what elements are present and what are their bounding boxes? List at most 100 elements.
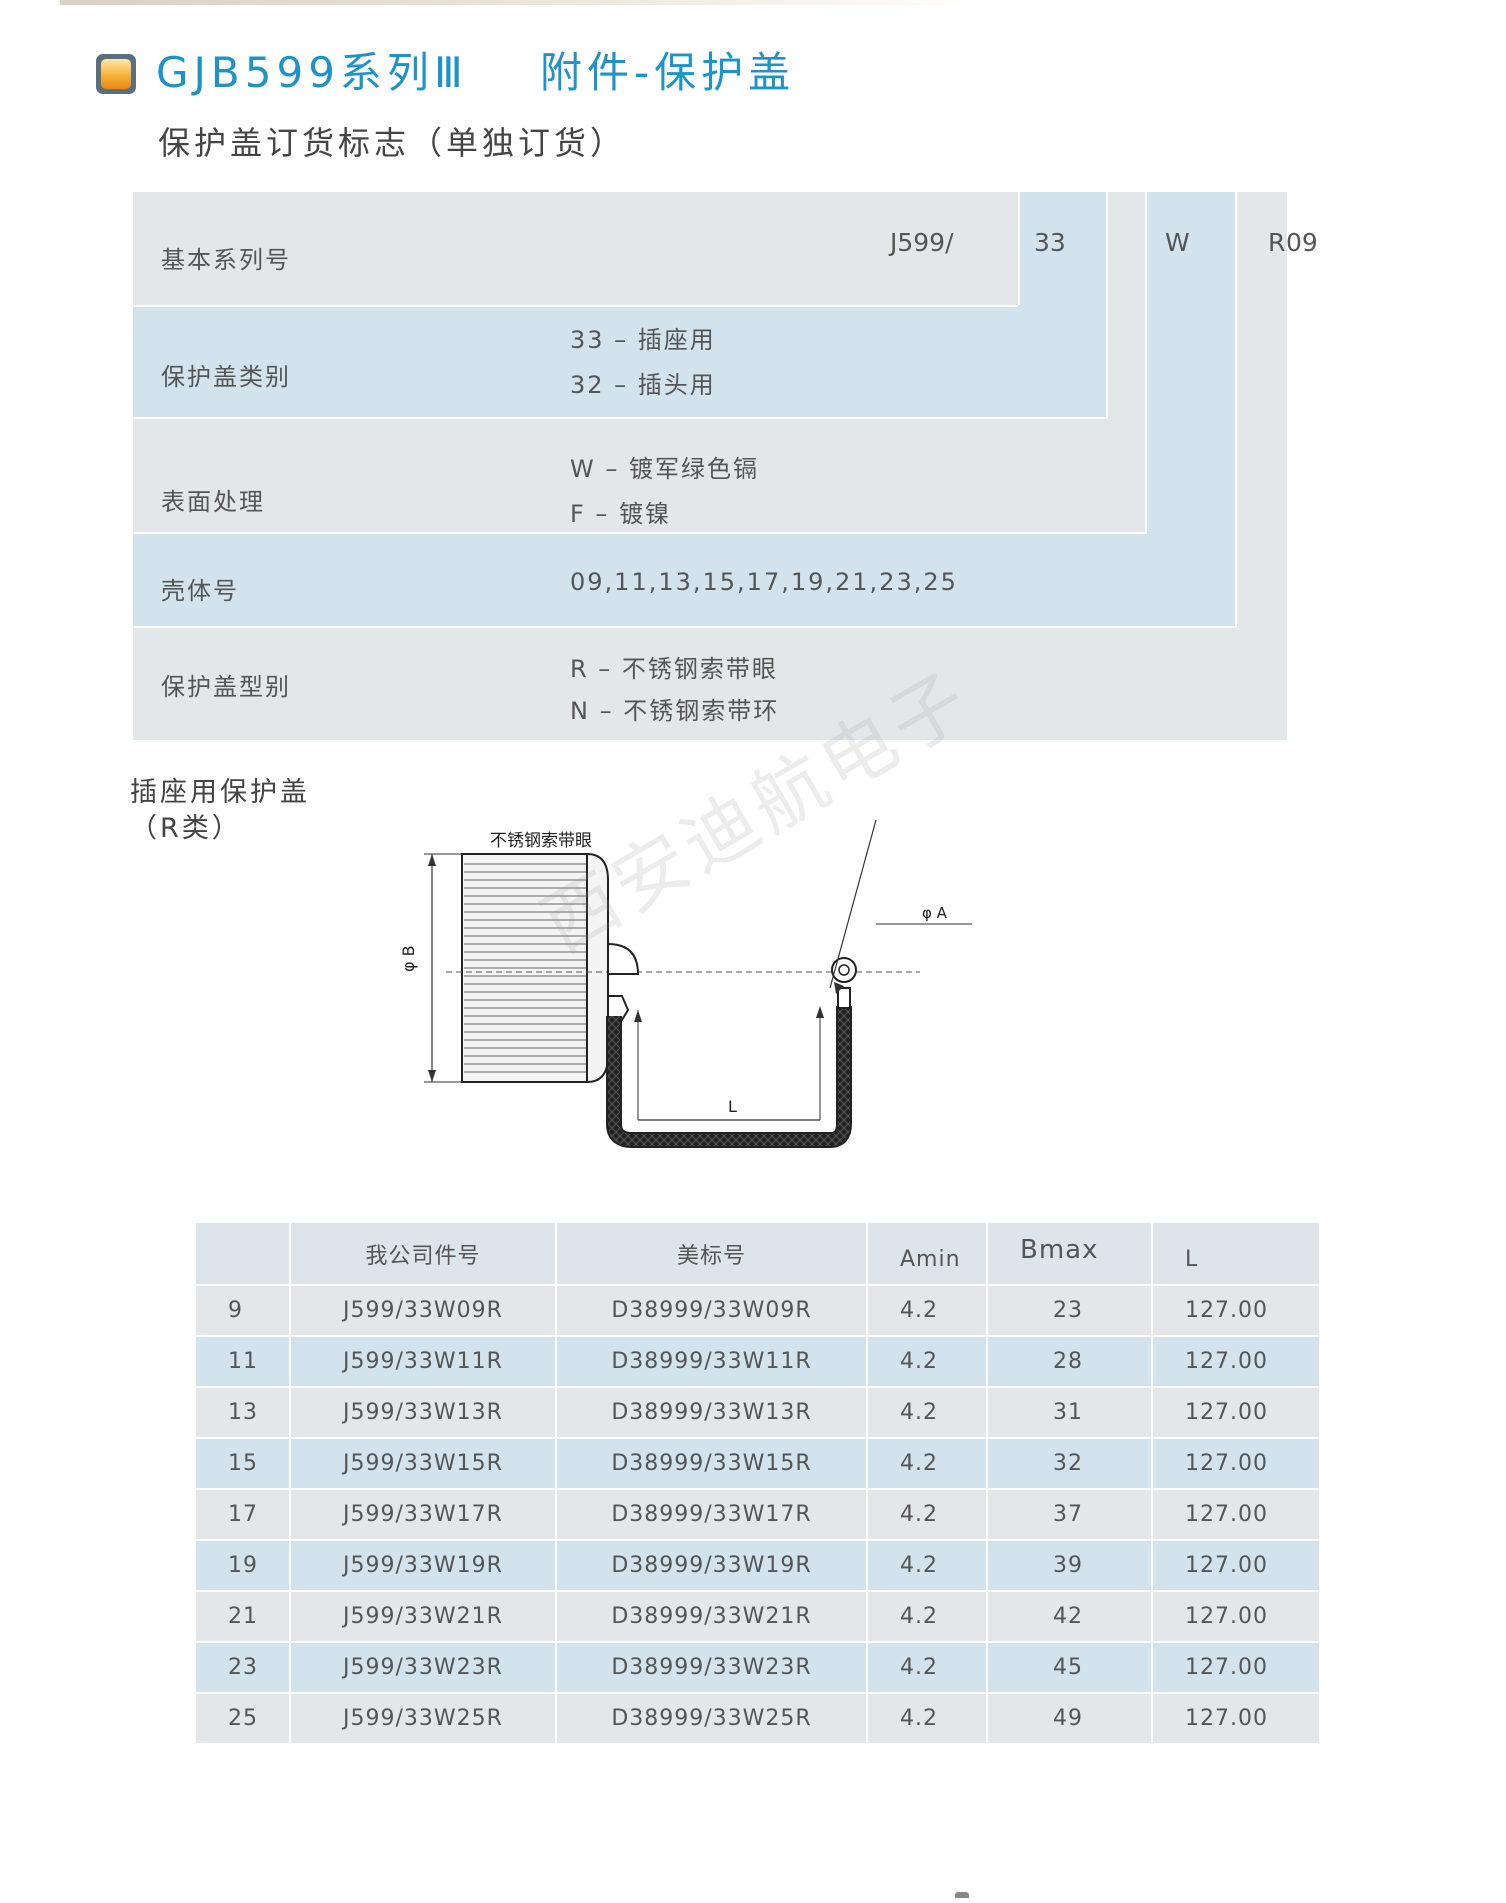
cell-amin: 4.2 [866, 1284, 988, 1337]
protective-cover-drawing: 不锈钢索带眼 φ B L φ A [400, 820, 972, 1148]
dim-l-label: L [728, 1097, 737, 1116]
header-our-part: 我公司件号 [289, 1221, 557, 1286]
cell-mil-part: D38999/33W23R [555, 1641, 868, 1694]
cell-bmax: 39 [986, 1539, 1153, 1592]
cell-our-part: J599/33W17R [289, 1488, 557, 1541]
cell-mil-part: D38999/33W21R [555, 1590, 868, 1643]
label-cover-category: 保护盖类别 [161, 363, 291, 391]
dim-b-label: φ B [400, 945, 418, 972]
table-row: 9 J599/33W09R D38999/33W09R 4.2 23 127.0… [194, 1284, 1321, 1337]
cell-mil-part: D38999/33W11R [555, 1335, 868, 1388]
cell-bmax: 49 [986, 1692, 1153, 1745]
cell-l: 127.00 [1151, 1590, 1321, 1643]
header-amin: Amin [866, 1221, 988, 1286]
cell-mil-part: D38999/33W15R [555, 1437, 868, 1490]
cell-shell: 17 [194, 1488, 291, 1541]
table-row: 11 J599/33W11R D38999/33W11R 4.2 28 127.… [194, 1335, 1321, 1388]
cell-our-part: J599/33W23R [289, 1641, 557, 1694]
cell-l: 127.00 [1151, 1692, 1321, 1745]
cell-our-part: J599/33W13R [289, 1386, 557, 1439]
order-code-table: J599/ 33 W 09 R 基本系列号 保护盖类别 表面处理 壳体号 保护盖… [133, 192, 1403, 740]
cell-shell: 21 [194, 1590, 291, 1643]
cell-shell: 19 [194, 1539, 291, 1592]
cell-mil-part: D38999/33W13R [555, 1386, 868, 1439]
section-title: 附件-保护盖 [540, 48, 796, 97]
header-mil-part: 美标号 [555, 1221, 868, 1286]
label-shell-size: 壳体号 [161, 577, 239, 605]
label-cover-type: 保护盖型别 [161, 673, 291, 701]
cell-our-part: J599/33W25R [289, 1692, 557, 1745]
row-band-type [133, 628, 1287, 740]
cell-our-part: J599/33W09R [289, 1284, 557, 1337]
table-row: 17 J599/33W17R D38999/33W17R 4.2 37 127.… [194, 1488, 1321, 1541]
code-finish: W [1165, 228, 1190, 257]
cell-l: 127.00 [1151, 1335, 1321, 1388]
table-row: 15 J599/33W15R D38999/33W15R 4.2 32 127.… [194, 1437, 1321, 1490]
code-category: 33 [1034, 228, 1066, 257]
table-row: 23 J599/33W23R D38999/33W23R 4.2 45 127.… [194, 1641, 1321, 1694]
cell-shell: 23 [194, 1641, 291, 1694]
section-bullet-icon [96, 54, 136, 94]
cell-amin: 4.2 [866, 1641, 988, 1694]
cell-l: 127.00 [1151, 1641, 1321, 1694]
cell-l: 127.00 [1151, 1539, 1321, 1592]
table-header-row: 我公司件号 美标号 Amin Bmax L [194, 1221, 1321, 1286]
table-row: 13 J599/33W13R D38999/33W13R 4.2 31 127.… [194, 1386, 1321, 1439]
cell-shell: 13 [194, 1386, 291, 1439]
cover-spec-table: 我公司件号 美标号 Amin Bmax L 9 J599/33W09R D389… [194, 1221, 1321, 1745]
page-subtitle: 保护盖订货标志（单独订货） [158, 124, 627, 162]
code-col-basic [133, 192, 1018, 305]
cell-our-part: J599/33W21R [289, 1590, 557, 1643]
cell-shell: 9 [194, 1284, 291, 1337]
callout-eyelet: 不锈钢索带眼 [490, 831, 592, 851]
value-category-32: 32 – 插头用 [570, 371, 716, 399]
label-basic-series: 基本系列号 [161, 246, 291, 274]
cell-bmax: 42 [986, 1590, 1153, 1643]
header-shell [194, 1221, 291, 1286]
page-marker [955, 1892, 969, 1898]
cell-mil-part: D38999/33W17R [555, 1488, 868, 1541]
value-type-n: N – 不锈钢索带环 [570, 697, 780, 725]
cell-shell: 15 [194, 1437, 291, 1490]
cell-mil-part: D38999/33W19R [555, 1539, 868, 1592]
drawing-caption-class: （R类） [130, 813, 242, 844]
cell-bmax: 23 [986, 1284, 1153, 1337]
code-basic: J599/ [890, 228, 954, 257]
cell-shell: 11 [194, 1335, 291, 1388]
cell-mil-part: D38999/33W09R [555, 1284, 868, 1337]
cell-our-part: J599/33W15R [289, 1437, 557, 1490]
dim-a-label: φ A [922, 904, 948, 922]
cell-amin: 4.2 [866, 1539, 988, 1592]
cell-bmax: 37 [986, 1488, 1153, 1541]
cell-shell: 25 [194, 1692, 291, 1745]
cell-amin: 4.2 [866, 1590, 988, 1643]
cell-bmax: 32 [986, 1437, 1153, 1490]
value-shell-sizes: 09,11,13,15,17,19,21,23,25 [570, 568, 958, 596]
cell-our-part: J599/33W11R [289, 1335, 557, 1388]
value-finish-f: F – 镀镍 [570, 500, 672, 528]
cell-bmax: 31 [986, 1386, 1153, 1439]
table-row: 21 J599/33W21R D38999/33W21R 4.2 42 127.… [194, 1590, 1321, 1643]
header-l: L [1151, 1221, 1321, 1286]
top-decor-bar [60, 0, 980, 5]
cell-mil-part: D38999/33W25R [555, 1692, 868, 1745]
value-finish-w: W – 镀军绿色镉 [570, 455, 759, 483]
cell-bmax: 28 [986, 1335, 1153, 1388]
cell-amin: 4.2 [866, 1692, 988, 1745]
value-type-r: R – 不锈钢索带眼 [570, 655, 778, 683]
cell-l: 127.00 [1151, 1488, 1321, 1541]
cell-our-part: J599/33W19R [289, 1539, 557, 1592]
label-surface-finish: 表面处理 [161, 488, 265, 516]
cell-l: 127.00 [1151, 1284, 1321, 1337]
cell-l: 127.00 [1151, 1437, 1321, 1490]
cell-amin: 4.2 [866, 1437, 988, 1490]
series-title: GJB599系列Ⅲ [156, 48, 468, 97]
cell-l: 127.00 [1151, 1386, 1321, 1439]
cell-amin: 4.2 [866, 1488, 988, 1541]
table-row: 19 J599/33W19R D38999/33W19R 4.2 39 127.… [194, 1539, 1321, 1592]
cell-amin: 4.2 [866, 1386, 988, 1439]
drawing-caption: 插座用保护盖 [130, 777, 310, 808]
value-category-33: 33 – 插座用 [570, 326, 716, 354]
code-type: R [1268, 228, 1286, 257]
code-shell: 09 [1286, 228, 1318, 257]
